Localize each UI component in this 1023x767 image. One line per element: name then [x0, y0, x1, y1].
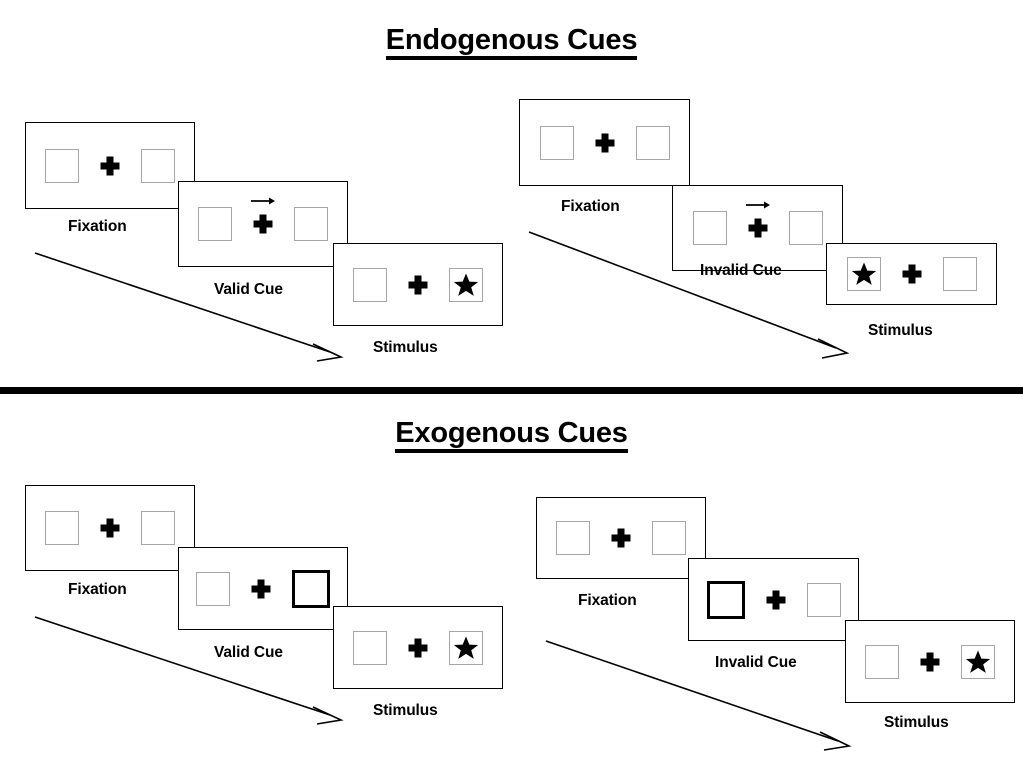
placeholder-box-right: [652, 521, 686, 555]
fixation-cross-icon: [743, 201, 773, 243]
frame-caption-fixation: Fixation: [68, 218, 127, 235]
trial-frame-valid-cue[interactable]: [178, 181, 348, 267]
trial-frame-valid-cue[interactable]: [178, 547, 348, 630]
placeholder-box-left: [539, 125, 574, 160]
trial-frame-stimulus[interactable]: [845, 620, 1015, 703]
fixation-cross-icon: [761, 585, 791, 615]
trial-frame-fixation[interactable]: [536, 497, 706, 579]
frame-caption-stimulus: Stimulus: [373, 339, 438, 356]
trial-frame-fixation[interactable]: .c1::before{width:17px;height:6.5px}.c1:…: [25, 122, 195, 209]
placeholder-box-right: [294, 207, 328, 241]
trial-frame-stimulus[interactable]: [826, 243, 997, 305]
placeholder-box-left: [45, 511, 79, 545]
section-title-endogenous-text: Endogenous Cues: [385, 25, 637, 61]
target-box-right: [449, 630, 483, 665]
trial-frame-invalid-cue[interactable]: [688, 558, 859, 641]
placeholder-box-left: [556, 521, 590, 555]
placeholder-box-left: [198, 207, 232, 241]
section-divider: [0, 387, 1023, 394]
frame-content: [334, 607, 502, 688]
frame-content: [689, 559, 858, 640]
frame-content: [673, 186, 842, 270]
frame-content: [846, 621, 1014, 702]
frame-content: [179, 182, 347, 266]
frame-content: .c1::before{width:17px;height:6.5px}.c1:…: [26, 123, 194, 208]
placeholder-box-left: [196, 571, 230, 606]
target-box-left: [846, 257, 881, 291]
arrow-right-icon: [745, 201, 770, 209]
placeholder-box-right: [141, 148, 175, 183]
frame-content: [334, 244, 502, 325]
star-icon: [453, 636, 479, 659]
frame-caption-invalid-cue: Invalid Cue: [700, 262, 782, 279]
arrow-right-icon: [251, 197, 275, 205]
trial-frame-stimulus[interactable]: [333, 606, 503, 689]
cue-box-right: [292, 569, 330, 608]
frame-content: [827, 244, 996, 304]
placeholder-box-left: [353, 267, 387, 302]
placeholder-box-right: [806, 582, 841, 617]
star-icon: [965, 650, 991, 673]
star-icon: [453, 273, 479, 296]
frame-caption-valid-cue: Valid Cue: [214, 281, 283, 298]
trial-frame-stimulus[interactable]: [333, 243, 503, 326]
section-title-exogenous-text: Exogenous Cues: [395, 418, 628, 454]
placeholder-box-left: [353, 630, 387, 665]
frame-caption-valid-cue: Valid Cue: [214, 644, 283, 661]
frame-caption-invalid-cue: Invalid Cue: [715, 654, 797, 671]
placeholder-box-right: [635, 125, 670, 160]
star-icon: [851, 262, 876, 285]
placeholder-box-right: [942, 257, 977, 291]
frame-caption-fixation: Fixation: [578, 592, 637, 609]
frame-content: [26, 486, 194, 570]
frame-caption-fixation: Fixation: [561, 198, 620, 215]
trial-frame-fixation[interactable]: [519, 99, 690, 186]
placeholder-box-left: [45, 148, 79, 183]
target-box-right: [961, 644, 995, 679]
frame-content: [537, 498, 705, 578]
section-title-endogenous: Endogenous Cues: [0, 24, 1023, 61]
target-box-right: [449, 267, 483, 302]
placeholder-box-left: [692, 211, 727, 245]
frame-caption-fixation: Fixation: [68, 581, 127, 598]
section-title-exogenous: Exogenous Cues: [0, 417, 1023, 454]
frame-caption-stimulus: Stimulus: [373, 702, 438, 719]
fixation-cross-icon: [915, 647, 945, 677]
fixation-cross-icon: [248, 197, 278, 239]
frame-caption-stimulus: Stimulus: [868, 322, 933, 339]
placeholder-box-right: [788, 211, 823, 245]
fixation-cross-icon: [606, 523, 636, 553]
frame-caption-stimulus: Stimulus: [884, 714, 949, 731]
cue-box-left: [706, 580, 745, 619]
frame-content: [179, 548, 347, 629]
trial-frame-fixation[interactable]: [25, 485, 195, 571]
placeholder-box-left: [865, 644, 899, 679]
trial-frame-invalid-cue[interactable]: [672, 185, 843, 271]
placeholder-box-right: [141, 511, 175, 545]
frame-content: [520, 100, 689, 185]
